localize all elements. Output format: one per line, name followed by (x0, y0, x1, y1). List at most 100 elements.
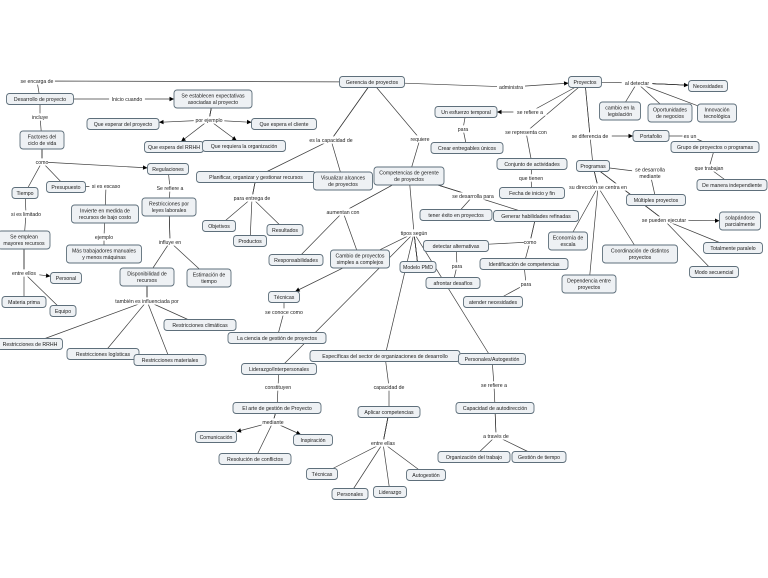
node-box (6, 93, 74, 105)
link-label-para-entrega: para entrega de (231, 194, 273, 202)
node-text: parcialmente (725, 222, 755, 228)
edge-tecnicas-to-ciencia (278, 302, 285, 333)
label-bg (398, 229, 430, 237)
link-label-text: para (452, 264, 462, 270)
node-box (697, 103, 737, 123)
edge-gerencia-to-proyectos (404, 82, 569, 88)
label-bg (262, 383, 294, 391)
node-personales-auto: Personales/Autogestión (458, 353, 526, 365)
node-text: Se establecen expectativas (181, 94, 245, 100)
link-label-text: que tienen (519, 176, 543, 182)
link-label-influye-en: influye en (156, 238, 184, 246)
link-label-requiere: requiere (408, 135, 432, 143)
node-text: Que esperar del proyecto (94, 122, 153, 128)
node-box (688, 80, 728, 92)
node-restr-logisticas: Restricciones logísticas (66, 348, 140, 360)
node-box (0, 338, 63, 350)
node-portafolio: Portafolio (632, 130, 670, 142)
node-box (406, 469, 446, 481)
link-label-text: se diferencia de (572, 134, 609, 140)
node-text: Proyectos (573, 80, 596, 86)
node-box (293, 434, 333, 446)
label-bg (264, 308, 304, 316)
link-label-para3: para (456, 125, 470, 133)
node-text: El arte de gestión de Proyecto (242, 406, 312, 412)
node-text: de negocios (656, 114, 684, 120)
edge-expectativas-to-espera-rrhh (180, 107, 212, 142)
node-text: Autogestión (412, 473, 440, 479)
node-text: recursos de bajo costo (79, 215, 131, 221)
node-comunicacion: Comunicación (195, 431, 237, 443)
node-planificar: Planificar, organizar y gestionar recurs… (196, 171, 316, 183)
node-box (357, 406, 421, 418)
label-bg (517, 174, 545, 182)
node-text: Competencias de gerente (379, 171, 439, 177)
node-box (568, 76, 602, 88)
node-box (11, 187, 39, 199)
node-box (268, 291, 300, 303)
arrowhead (715, 218, 720, 223)
node-box (233, 235, 267, 247)
node-restr-materiales: Restricciones materiales (133, 354, 207, 366)
label-bg (450, 262, 464, 270)
node-organizacion-trabajo: Organización del trabajo (437, 451, 511, 463)
link-label-si-es-limitado: si es limitado (6, 210, 46, 218)
arrowhead (231, 136, 237, 141)
node-tecnicas2: Técnicas (306, 468, 338, 480)
edge-proyectos-to-esfuerzo (497, 87, 576, 113)
label-bg (692, 164, 726, 172)
node-text: Organización del trabajo (446, 455, 502, 461)
label-bg (448, 192, 498, 200)
node-text: Estimación de (193, 273, 226, 279)
node-text: Economía de (553, 236, 584, 242)
node-detectar: detectar alternativas (423, 240, 489, 252)
link-label-text: se representa con (505, 130, 547, 136)
node-box (511, 451, 567, 463)
node-ciencia: La ciencia de gestión de proyectos (227, 332, 327, 344)
node-text: Gestión de tiempo (518, 455, 560, 461)
node-programas: Programas (576, 160, 610, 172)
label-bg (456, 125, 470, 133)
node-text: Materia prima (8, 300, 40, 306)
node-box (458, 353, 526, 365)
label-bg (109, 95, 145, 103)
link-label-se-refiere-a3: se refiere a (513, 108, 547, 116)
node-text: Liderazgo (379, 490, 402, 496)
node-box (463, 296, 523, 308)
node-materia-prima: Materia prima (1, 296, 47, 308)
arrowhead (169, 96, 174, 102)
node-text: Coordinación de distintos (611, 249, 670, 255)
node-afrontar: afrontar desafíos (425, 277, 481, 289)
node-text: Resolución de conflictos (227, 457, 283, 463)
node-aplicar: Aplicar competencias (357, 406, 421, 418)
node-box (423, 240, 489, 252)
link-label-text: como (524, 240, 537, 246)
node-text: ciclo de vida (28, 141, 57, 147)
link-label-entre-ellos: entre ellos (8, 269, 40, 277)
node-text: legislación (608, 112, 632, 118)
node-box (86, 118, 160, 130)
node-box (419, 209, 493, 221)
node-box (689, 266, 739, 278)
node-box (647, 103, 693, 123)
node-box (241, 363, 317, 375)
link-label-text: se desarrolla (635, 168, 665, 174)
label-bg (93, 233, 115, 241)
node-text: Productos (238, 239, 262, 245)
link-label-text: su dirección se centra en (569, 185, 627, 191)
node-box (670, 141, 760, 153)
node-proyectos: Proyectos (568, 76, 602, 88)
node-text: proyectos (629, 255, 652, 261)
link-label-text: se pueden ejecutar (642, 218, 686, 224)
node-text: Que espera el cliente (259, 122, 308, 128)
node-text: Restricciones climáticas (172, 323, 228, 329)
node-box (576, 160, 610, 172)
node-gestion-tiempo: Gestión de tiempo (511, 451, 567, 463)
link-label-que-tienen: que tienen (517, 174, 545, 182)
link-label-al-detectar: al detectar (621, 79, 653, 87)
edge-proyectos-to-programas (585, 87, 593, 161)
node-box (599, 101, 641, 121)
label-bg (519, 280, 533, 288)
